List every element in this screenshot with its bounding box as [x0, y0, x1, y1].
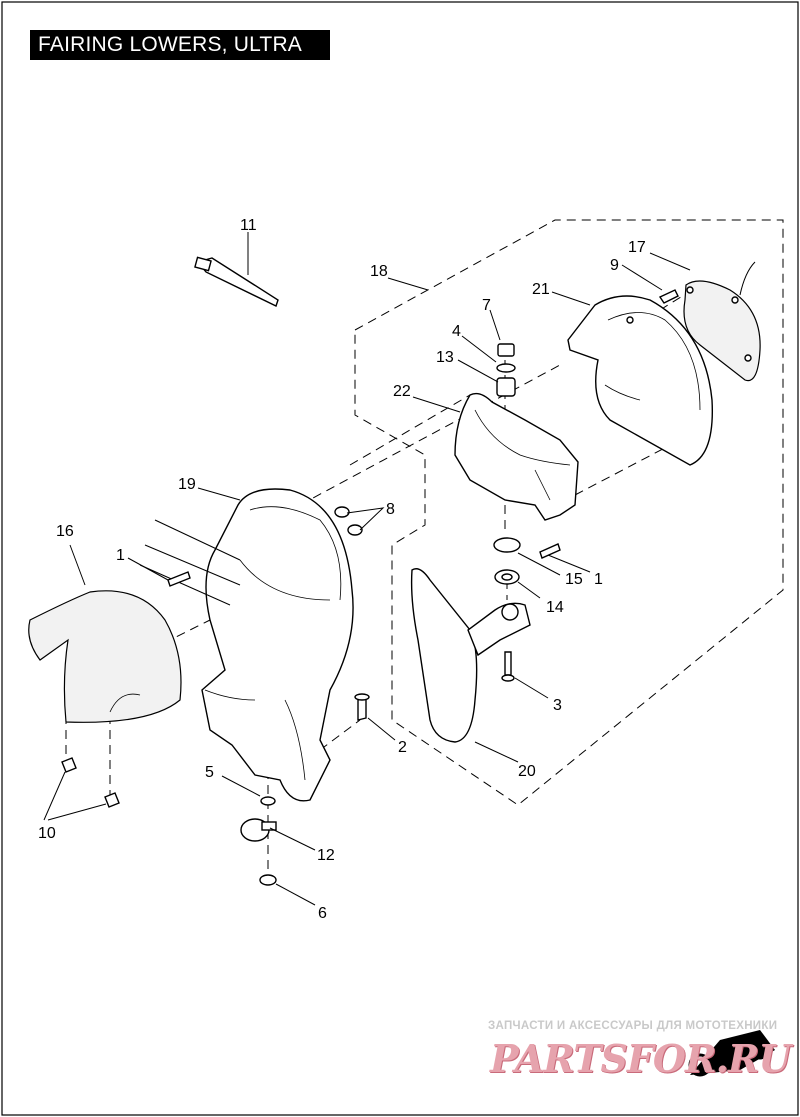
- vent-door-part: [410, 568, 531, 743]
- inner-bracket-part: [454, 392, 579, 521]
- alignment-line: [149, 619, 211, 651]
- watermark-emblem-icon: [688, 1030, 775, 1077]
- cover-plate-part: [683, 261, 761, 382]
- nut-part-6: [259, 874, 277, 886]
- callout-7: 7: [482, 297, 491, 314]
- clip-parts-10: [61, 757, 120, 808]
- callout-15: 15: [565, 571, 583, 588]
- alignment-line: [659, 284, 701, 311]
- alignment-line: [299, 364, 561, 506]
- callout-1-left: 1: [116, 547, 125, 564]
- washer-part-4: [496, 363, 516, 373]
- clamp-part: [240, 818, 277, 842]
- leader-lines: [43, 232, 691, 906]
- callout-21: 21: [532, 281, 550, 298]
- callout-14: 14: [546, 599, 564, 616]
- callout-3: 3: [553, 697, 562, 714]
- grommet-parts-8: [334, 506, 363, 536]
- diagram-title: FAIRING LOWERS, ULTRA: [30, 30, 330, 60]
- watermark-caption: ЗАПЧАСТИ И АКСЕССУАРЫ ДЛЯ МОТОТЕХНИКИ: [488, 1020, 778, 1032]
- callout-8: 8: [386, 501, 395, 518]
- group-18-boundary: [354, 219, 784, 806]
- callout-22: 22: [393, 383, 411, 400]
- callout-2: 2: [398, 739, 407, 756]
- screw-part-2: [354, 693, 370, 721]
- spacer-part-13: [496, 377, 516, 397]
- callout-16: 16: [56, 523, 74, 540]
- knee-cover-part: [28, 590, 182, 723]
- callout-13: 13: [436, 349, 454, 366]
- callout-9: 9: [610, 257, 619, 274]
- screw-part-3: [501, 651, 515, 682]
- callout-10: 10: [38, 825, 56, 842]
- callout-17: 17: [628, 239, 646, 256]
- callout-5: 5: [205, 764, 214, 781]
- callout-18: 18: [370, 263, 388, 280]
- lock-washer-part: [494, 569, 520, 585]
- alignment-line: [349, 394, 471, 466]
- callout-20: 20: [518, 763, 536, 780]
- cable-strap-part: [194, 256, 279, 307]
- callout-6: 6: [318, 905, 327, 922]
- nut-plate-part: [493, 537, 521, 553]
- fairing-lower-part: [139, 488, 354, 802]
- screw-part-1a: [167, 571, 191, 587]
- washer-part-5: [260, 796, 276, 806]
- callout-12: 12: [317, 847, 335, 864]
- screw-part-9: [658, 289, 679, 304]
- callout-11: 11: [240, 217, 257, 234]
- watermark-logo: PARTSFOR.RU: [490, 1036, 792, 1081]
- callout-19: 19: [178, 476, 196, 493]
- callout-4: 4: [452, 323, 461, 340]
- lower-housing-part: [567, 295, 714, 466]
- nut-part-7: [497, 343, 515, 357]
- callout-1-right: 1: [594, 571, 603, 588]
- alignment-line: [319, 719, 361, 751]
- screw-part-1b: [539, 543, 561, 559]
